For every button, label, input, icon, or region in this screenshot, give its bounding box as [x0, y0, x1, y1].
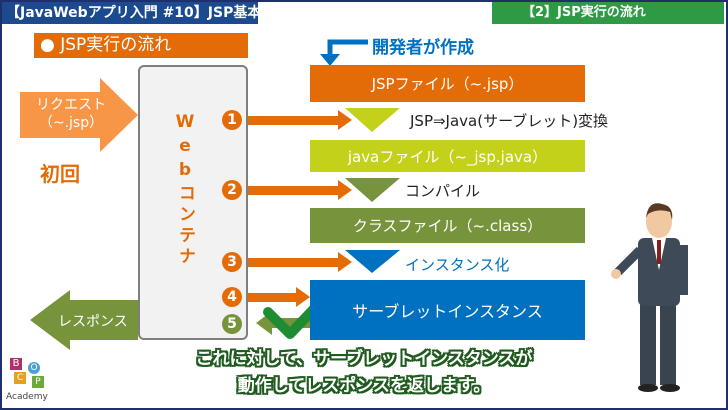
developer-arrow — [327, 39, 368, 56]
step-5-badge: 5 — [222, 314, 242, 334]
java-file-box: javaファイル（~_jsp.java） — [310, 140, 585, 172]
step-4-badge: 4 — [222, 287, 242, 307]
request-label: リクエスト （~.jsp） — [36, 97, 106, 131]
response-arrow — [30, 290, 138, 350]
compile-triangle — [345, 178, 400, 202]
convert-triangle — [345, 108, 400, 132]
caption-line-1: これに対して、サーブレットインスタンスが — [195, 349, 533, 369]
slide-heading: ● JSP実行の流れ — [34, 33, 248, 58]
class-file-box: クラスファイル（~.class） — [310, 208, 585, 243]
convert-label: JSP⇒Java(サーブレット)変換 — [410, 112, 609, 130]
developer-label: 開発者が作成 — [372, 38, 474, 58]
jsp-file-box: JSPファイル（~.jsp） — [310, 65, 585, 102]
caption-line-2: 動作してレスポンスを返します。 — [237, 376, 491, 396]
video-title: 【JavaWebアプリ入門 #10】JSP基本 — [2, 2, 261, 24]
compile-label: コンパイル — [405, 182, 481, 200]
step-3-badge: 3 — [222, 252, 242, 272]
request-arrow — [20, 78, 138, 152]
academy-logo: B O C P Academy — [6, 358, 48, 402]
step-2-badge: 2 — [222, 180, 242, 200]
step-1-badge: 1 — [222, 110, 242, 130]
instantiate-triangle — [345, 250, 400, 273]
instantiate-label: インスタンス化 — [405, 256, 510, 274]
first-time-label: 初回 — [40, 162, 80, 186]
web-container-label: Webコンテナ — [175, 112, 195, 268]
servlet-instance-box: サーブレットインスタンス — [310, 280, 585, 340]
section-header: 【2】JSP実行の流れ — [492, 2, 724, 24]
presenter-figure — [611, 203, 688, 392]
response-label: レスポンス — [58, 314, 128, 330]
